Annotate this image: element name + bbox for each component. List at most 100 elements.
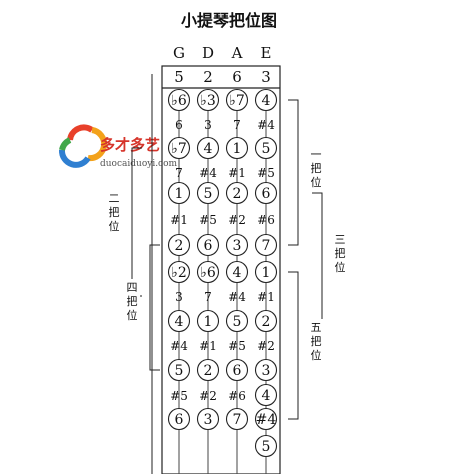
note-circle <box>254 136 278 160</box>
note-label: 2 <box>204 363 213 379</box>
note-cell: #5 <box>228 339 246 353</box>
position-label: 三把位 <box>335 233 346 274</box>
note-label: 4 <box>262 93 271 109</box>
note-label: #2 <box>199 389 217 403</box>
position-bracket: 五把位 <box>288 271 324 420</box>
note-cell: #4 <box>228 290 246 304</box>
note-label: #4 <box>199 166 217 180</box>
note-label: #6 <box>257 213 275 227</box>
note-cell: 2 <box>196 358 220 382</box>
note-label: 1 <box>262 265 271 281</box>
note-label: 7 <box>262 238 271 254</box>
note-label: 1 <box>233 141 242 157</box>
note-cell: #2 <box>257 339 275 353</box>
note-cell: #6 <box>257 213 275 227</box>
note-cell: 5 <box>254 434 278 458</box>
note-cell: 1 <box>254 260 278 284</box>
note-label: 5 <box>262 141 271 157</box>
watermark-brand: 多才多艺 <box>100 136 160 154</box>
note-circle <box>225 260 249 284</box>
bracket-label-bg <box>124 279 140 325</box>
note-cell: #5 <box>170 389 188 403</box>
note-label: 1 <box>204 314 213 330</box>
note-label: ♭3 <box>200 93 216 109</box>
note-circle <box>196 181 220 205</box>
note-cell: 2 <box>225 181 249 205</box>
position-label: 五把位 <box>311 321 322 362</box>
note-cell: #1 <box>170 213 188 227</box>
note-cell: #1 <box>228 166 246 180</box>
note-circle <box>225 88 249 112</box>
note-circle <box>196 309 220 333</box>
watermark-site: duocaiduoyi.com <box>100 159 178 169</box>
note-label: 6 <box>175 118 183 132</box>
note-cell: #5 <box>257 166 275 180</box>
note-circle <box>254 434 278 458</box>
note-circle <box>167 136 191 160</box>
note-cell: 7 <box>225 407 249 431</box>
string-name: G <box>173 44 185 62</box>
note-cell: 7 <box>254 233 278 257</box>
note-cell: 4 <box>196 136 220 160</box>
note-circle <box>254 383 278 407</box>
note-circle <box>225 407 249 431</box>
fingerboard-frame <box>161 65 281 474</box>
chart-title: 小提琴把位图 <box>181 11 277 30</box>
note-label: 5 <box>204 186 213 202</box>
note-label: 4 <box>233 265 242 281</box>
note-label: #4 <box>256 412 277 428</box>
note-cell: 4 <box>254 88 278 112</box>
note-cell: 4 <box>225 260 249 284</box>
open-note: 5 <box>174 68 184 86</box>
note-circle <box>167 260 191 284</box>
note-cell: 4 <box>167 309 191 333</box>
note-circle <box>196 88 220 112</box>
note-label: #4 <box>228 290 246 304</box>
note-cell: 5 <box>196 181 220 205</box>
bracket-label-bg <box>308 319 324 365</box>
note-cell: ♭2 <box>167 260 191 284</box>
note-label: 3 <box>233 238 242 254</box>
open-note: 6 <box>232 68 242 86</box>
note-cell: ♭7 <box>167 136 191 160</box>
note-label: #1 <box>257 290 275 304</box>
note-label: #1 <box>228 166 246 180</box>
note-label: #1 <box>170 213 188 227</box>
note-cell: #4 <box>199 166 217 180</box>
note-cell: 1 <box>196 309 220 333</box>
note-label: #2 <box>257 339 275 353</box>
note-cell: 6 <box>254 181 278 205</box>
note-cell: #4 <box>170 339 188 353</box>
note-label: 6 <box>262 186 271 202</box>
note-circle <box>254 309 278 333</box>
note-cell: #6 <box>228 389 246 403</box>
note-cell: 3 <box>204 118 212 132</box>
note-circle <box>254 233 278 257</box>
position-bracket: 一把位 <box>288 99 324 246</box>
bracket-line <box>131 147 142 297</box>
position-bracket: 四把位 <box>124 244 160 371</box>
note-label: 7 <box>175 166 183 180</box>
note-cell: 7 <box>175 166 183 180</box>
note-label: #4 <box>257 118 275 132</box>
note-label: 2 <box>233 186 242 202</box>
note-cell: 6 <box>175 118 183 132</box>
note-cell: 1 <box>225 136 249 160</box>
note-label: 3 <box>262 363 271 379</box>
bracket-label-bg <box>106 190 122 236</box>
note-label: #4 <box>170 339 188 353</box>
note-circle <box>254 358 278 382</box>
note-circle <box>225 309 249 333</box>
note-circle <box>254 181 278 205</box>
note-cell: 7 <box>204 290 212 304</box>
note-cell: 6 <box>196 233 220 257</box>
position-label: 二把位 <box>109 192 120 233</box>
note-cell: 3 <box>254 358 278 382</box>
note-circle <box>167 309 191 333</box>
note-cell: ♭6 <box>196 260 220 284</box>
note-cell: ♭7 <box>225 88 249 112</box>
note-label: 3 <box>204 412 213 428</box>
